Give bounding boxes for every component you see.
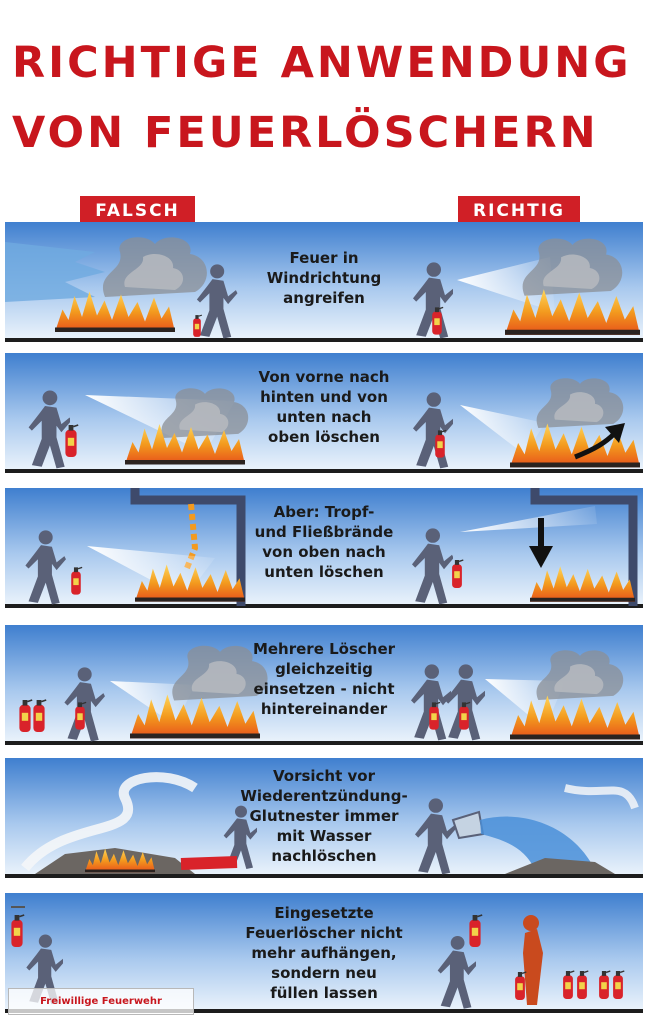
panel-1: Feuer in Windrichtung angreifen xyxy=(5,222,643,342)
caption-line: hintereinander xyxy=(260,700,388,718)
panel-3-scene xyxy=(5,488,643,608)
panel-2-scene xyxy=(5,353,643,473)
caption-line: Wiederentzündung- xyxy=(240,787,408,805)
caption-line: Vorsicht vor xyxy=(272,767,375,785)
panel-6-caption: Eingesetzte Feuerlöscher nicht mehr aufh… xyxy=(220,903,428,1003)
footer-label: Freiwillige Feuerwehr xyxy=(8,988,194,1015)
panel-3-caption: Aber: Tropf- und Fließbrände von oben na… xyxy=(220,502,428,582)
page-title-line-2: VON FEUERLÖSCHERN xyxy=(12,108,599,158)
panel-3: Aber: Tropf- und Fließbrände von oben na… xyxy=(5,488,643,608)
caption-line: einsetzen - nicht xyxy=(253,680,395,698)
caption-line: Windrichtung xyxy=(266,269,382,287)
caption-line: hinten und von xyxy=(260,388,388,406)
panel-2: Von vorne nach hinten und von unten nach… xyxy=(5,353,643,473)
caption-line: und Fließbrände xyxy=(254,523,394,541)
panel-5-caption: Vorsicht vor Wiederentzündung- Glutneste… xyxy=(220,766,428,866)
caption-line: angreifen xyxy=(283,289,365,307)
caption-line: Feuerlöscher nicht xyxy=(245,924,403,942)
panel-5-scene xyxy=(5,758,643,878)
panel-5: Vorsicht vor Wiederentzündung- Glutneste… xyxy=(5,758,643,878)
panel-1-scene xyxy=(5,222,643,342)
caption-line: Aber: Tropf- xyxy=(273,503,375,521)
panel-4: Mehrere Löscher gleichzeitig einsetzen -… xyxy=(5,625,643,745)
panel-2-caption: Von vorne nach hinten und von unten nach… xyxy=(220,367,428,447)
caption-line: von oben nach xyxy=(262,543,386,561)
caption-line: Eingesetzte xyxy=(274,904,374,922)
panel-4-scene xyxy=(5,625,643,745)
caption-line: mit Wasser xyxy=(276,827,372,845)
right-label: RICHTIG xyxy=(458,196,580,226)
caption-line: Von vorne nach xyxy=(258,368,390,386)
page-title-line-1: RICHTIGE ANWENDUNG xyxy=(12,38,632,88)
caption-line: füllen lassen xyxy=(270,984,378,1002)
caption-line: unten löschen xyxy=(264,563,384,581)
panel-4-caption: Mehrere Löscher gleichzeitig einsetzen -… xyxy=(220,639,428,719)
caption-line: nachlöschen xyxy=(271,847,377,865)
caption-line: sondern neu xyxy=(271,964,377,982)
caption-line: gleichzeitig xyxy=(275,660,373,678)
caption-line: oben löschen xyxy=(268,428,380,446)
wrong-label: FALSCH xyxy=(80,196,195,226)
panel-1-caption: Feuer in Windrichtung angreifen xyxy=(220,248,428,308)
caption-line: mehr aufhängen, xyxy=(251,944,397,962)
caption-line: unten nach xyxy=(276,408,372,426)
caption-line: Feuer in xyxy=(289,249,359,267)
caption-line: Glutnester immer xyxy=(249,807,399,825)
caption-line: Mehrere Löscher xyxy=(252,640,396,658)
